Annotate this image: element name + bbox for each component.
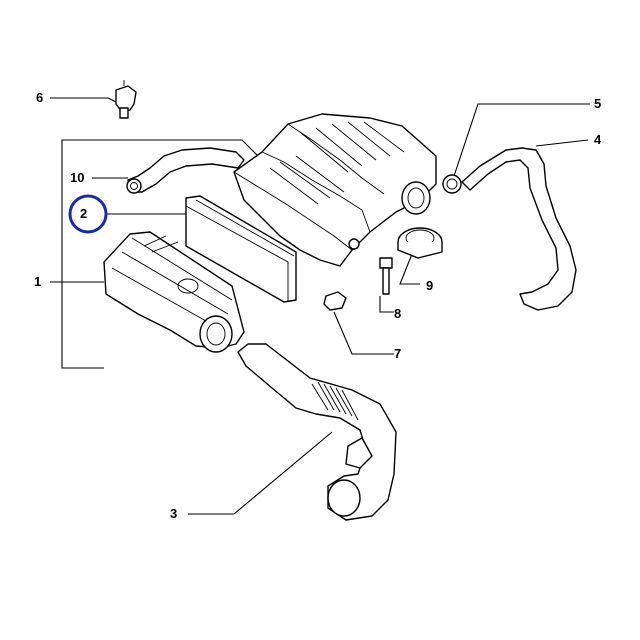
- callout-6: 6: [36, 90, 43, 105]
- part-9-grommet[interactable]: [397, 227, 443, 285]
- callout-9: 9: [426, 278, 433, 293]
- part-6-clip[interactable]: [50, 80, 137, 119]
- part-4-hose[interactable]: [461, 139, 589, 311]
- callout-10: 10: [70, 170, 84, 185]
- highlight-circle-2: [68, 194, 108, 234]
- assembly-bracket: [61, 139, 263, 369]
- part-2-filter[interactable]: [106, 195, 297, 303]
- part-5-clamp[interactable]: [442, 103, 590, 194]
- callout-1: 1: [34, 274, 41, 289]
- part-10-hose[interactable]: [92, 147, 245, 194]
- callout-2: 2: [80, 206, 87, 221]
- callout-4: 4: [594, 132, 602, 147]
- part-7-screw[interactable]: [323, 291, 394, 355]
- callout-7: 7: [394, 346, 401, 361]
- airbox-cover[interactable]: [233, 113, 437, 267]
- part-3-intake-duct[interactable]: [188, 343, 397, 521]
- part-1-lower-airbox[interactable]: [50, 231, 245, 353]
- callout-3: 3: [170, 506, 177, 521]
- part-8-bolt[interactable]: [379, 257, 394, 313]
- callout-8: 8: [394, 306, 401, 321]
- callout-5: 5: [594, 96, 601, 111]
